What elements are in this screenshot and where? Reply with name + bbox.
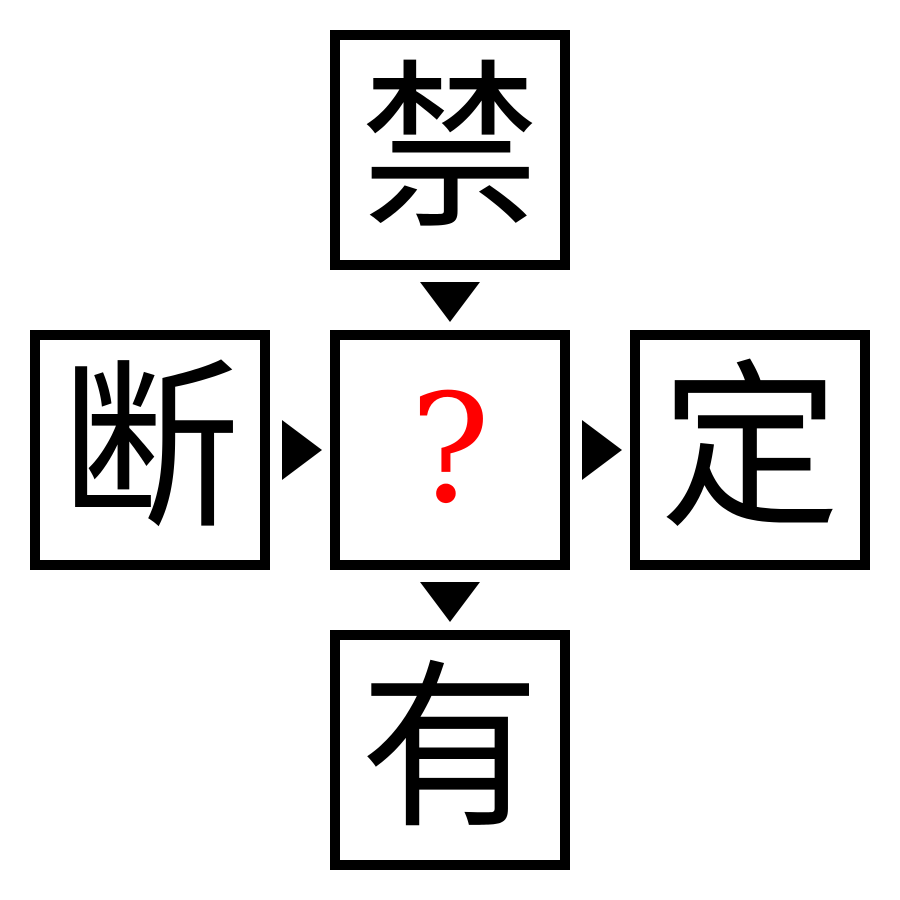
arrow-down-icon [420, 582, 480, 622]
arrow-right-icon [282, 420, 322, 480]
tile-right-character: 定 [659, 345, 840, 554]
tile-bottom-character: 有 [359, 645, 540, 854]
tile-right: 定 [630, 330, 870, 570]
tile-top: 禁 [330, 30, 570, 270]
tile-center-answer[interactable]: ? [330, 330, 570, 570]
tile-left: 断 [30, 330, 270, 570]
tile-bottom: 有 [330, 630, 570, 870]
tile-top-character: 禁 [359, 45, 540, 254]
arrow-right-icon [582, 420, 622, 480]
arrow-down-icon [420, 282, 480, 322]
question-mark: ? [409, 363, 491, 537]
tile-left-character: 断 [59, 345, 240, 554]
